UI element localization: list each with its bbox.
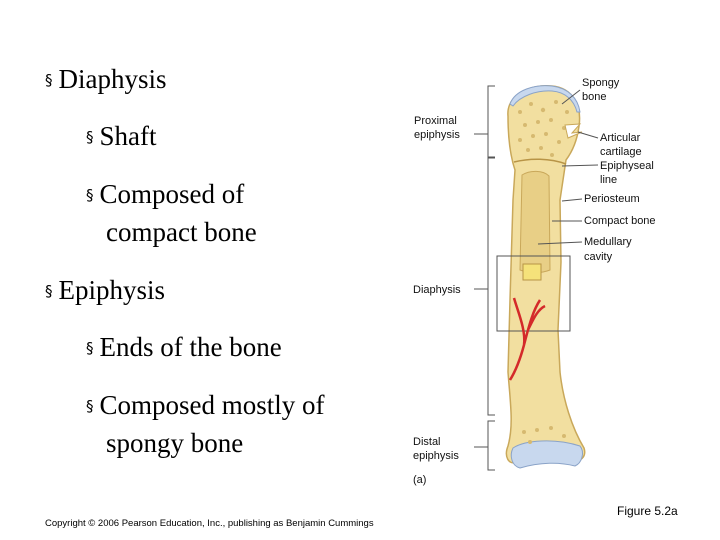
label-epiphyseal: Epiphyseal — [600, 160, 654, 172]
bullet-composed-compact: § Composed of — [86, 175, 244, 214]
bullet-text-line2: compact bone — [106, 217, 257, 247]
label-articular-cartilage: cartilage — [600, 146, 642, 158]
medullary-cavity — [519, 170, 551, 274]
label-distal: Distal — [413, 436, 441, 448]
bullet-text: Shaft — [99, 121, 157, 151]
copyright-notice: Copyright © 2006 Pearson Education, Inc.… — [45, 518, 374, 529]
epiphyseal-line — [513, 158, 567, 165]
bullet-marker: § — [86, 339, 94, 357]
label-spongy: Spongy — [582, 77, 620, 89]
cutaway-box — [496, 255, 571, 332]
bullet-epiphysis: § Epiphysis — [45, 271, 165, 310]
label-articular: Articular — [600, 132, 641, 144]
label-spongy-bone: bone — [582, 91, 607, 103]
bullet-text: Ends of the bone — [99, 332, 282, 362]
diaphysis-bracket — [487, 157, 495, 416]
bullet-marker: § — [45, 71, 53, 89]
bullet-text-line1: Composed mostly of — [99, 390, 325, 420]
figure-label: Figure 5.2a — [617, 504, 678, 518]
bullet-marker: § — [86, 397, 94, 415]
label-panel-a: (a) — [413, 474, 427, 486]
periosteum-leader — [561, 198, 583, 202]
region-brackets — [474, 85, 495, 471]
spongy-leader — [561, 89, 581, 105]
proximal-bracket — [487, 85, 495, 158]
bullet-text-line1: Composed of — [99, 179, 245, 209]
bullet-marker: § — [86, 186, 94, 204]
label-medullary-cavity: cavity — [584, 251, 613, 263]
distal-bracket — [487, 420, 495, 471]
label-periosteum: Periosteum — [584, 193, 640, 205]
articular-notch — [564, 123, 583, 139]
medullary-leader — [537, 241, 583, 245]
label-proximal: Proximal — [414, 115, 457, 127]
bullet-marker: § — [45, 282, 53, 300]
bullet-text-line2: spongy bone — [106, 428, 244, 458]
label-compact-bone: Compact bone — [584, 215, 656, 227]
spongy-texture — [518, 100, 569, 444]
bullet-text: Epiphysis — [58, 275, 166, 305]
epiphyseal-leader — [561, 164, 599, 167]
right-leaders — [537, 89, 599, 245]
articular-leader — [577, 131, 599, 139]
label-distal-epiphysis: epiphysis — [413, 450, 459, 462]
label-medullary: Medullary — [584, 236, 632, 248]
distal-cartilage — [510, 440, 583, 469]
bullet-composed-spongy: § Composed mostly of — [86, 386, 325, 425]
bullet-text: Diaphysis — [58, 64, 167, 94]
bullet-diaphysis: § Diaphysis — [45, 60, 167, 99]
cutaway-block — [522, 263, 542, 281]
label-epiphyseal-line: line — [600, 174, 618, 186]
bullet-marker: § — [86, 128, 94, 146]
bone-shape — [505, 85, 586, 464]
label-diaphysis: Diaphysis — [413, 284, 461, 296]
articular-cartilage — [509, 85, 581, 113]
blood-vessel — [508, 297, 546, 381]
bullet-ends: § Ends of the bone — [86, 328, 282, 367]
bullet-shaft: § Shaft — [86, 117, 157, 156]
label-proximal-epiphysis: epiphysis — [414, 129, 460, 141]
